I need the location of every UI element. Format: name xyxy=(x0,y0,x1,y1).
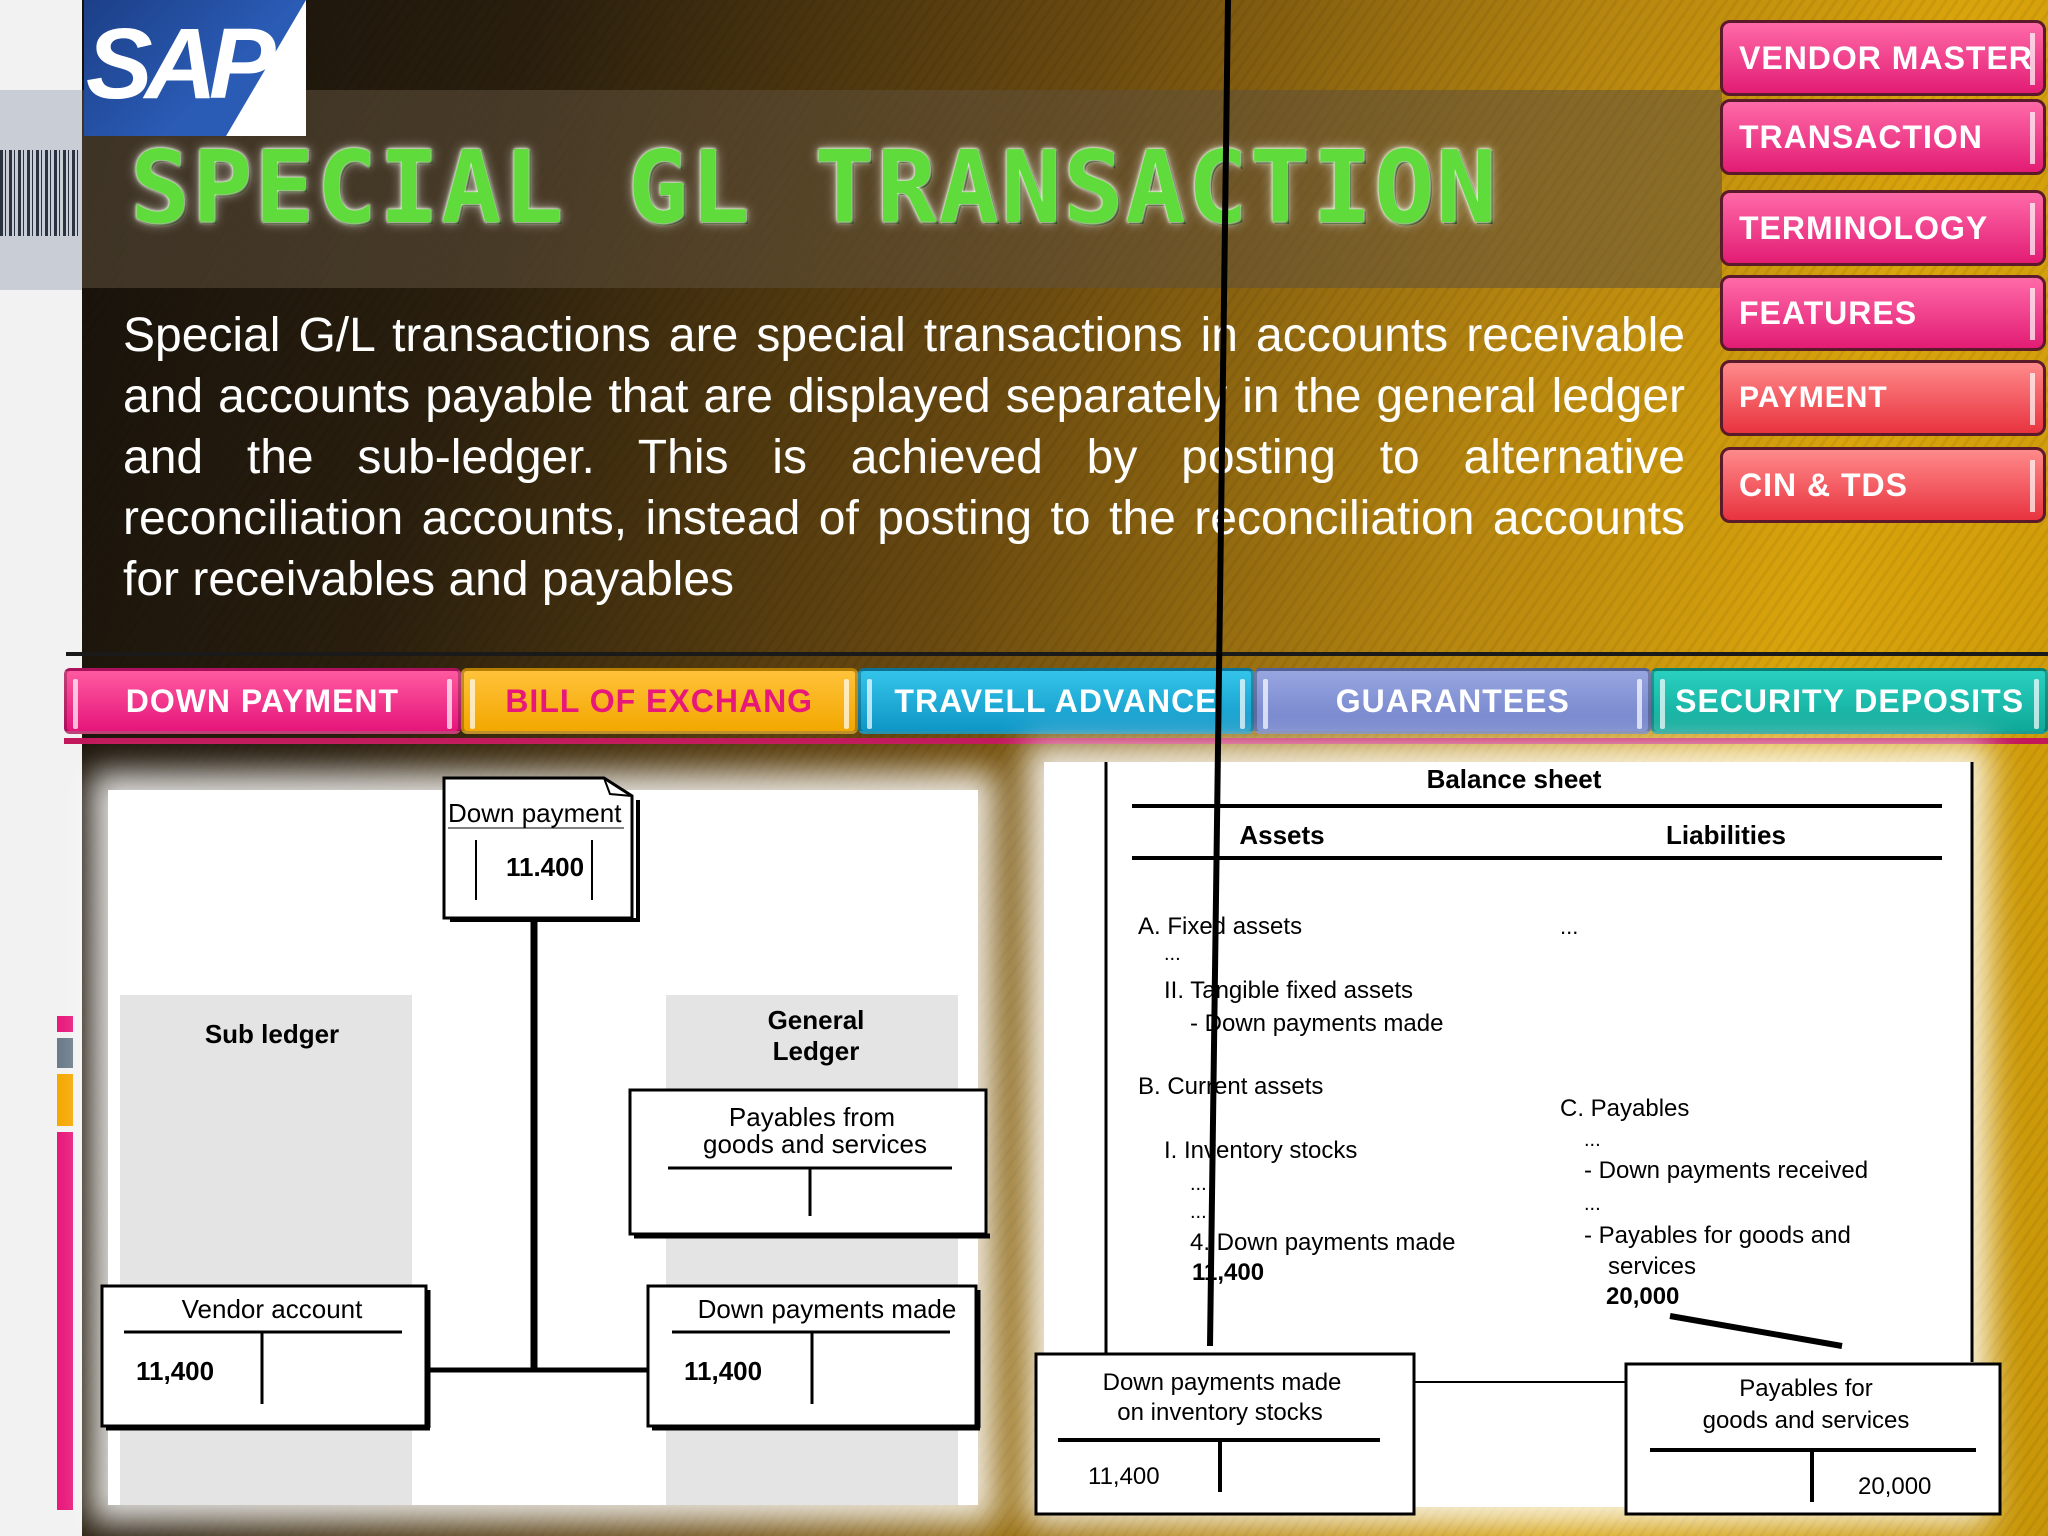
title-band xyxy=(82,90,1722,288)
payables-goods-box-amount: 20,000 xyxy=(1858,1473,1931,1500)
general-ledger-label-2: Ledger xyxy=(773,1036,860,1066)
payables-goods-box-label-2: goods and services xyxy=(1703,1407,1910,1434)
payables-goods-box-label-1: Payables for xyxy=(1739,1375,1872,1402)
liabilities-dots: ... xyxy=(1560,914,1578,939)
sap-logo-text: SAP xyxy=(86,8,276,120)
down-payment-doc-label: Down payment xyxy=(448,798,622,828)
fixed-assets-label: A. Fixed assets xyxy=(1138,913,1302,940)
payables-dots-2: ... xyxy=(1584,1193,1601,1215)
current-assets-label: B. Current assets xyxy=(1138,1073,1323,1100)
tab-down-payment[interactable]: DOWN PAYMENT xyxy=(64,668,461,734)
payables-goods-label-2: services xyxy=(1608,1253,1696,1280)
description-paragraph: Special G/L transactions are special tra… xyxy=(123,309,1685,606)
tab-bill-of-exchange[interactable]: BILL OF EXCHANG xyxy=(460,668,858,734)
down-payments-made-amount: 11,400 xyxy=(684,1356,762,1386)
nav-terminology[interactable]: TERMINOLOGY xyxy=(1720,190,2046,266)
down-payments-made-item-amount: 11,400 xyxy=(1192,1259,1264,1286)
general-ledger-label-1: General xyxy=(768,1005,865,1035)
tab-travel-advance[interactable]: TRAVELL ADVANCE xyxy=(857,668,1255,734)
vendor-account-label: Vendor account xyxy=(182,1294,363,1324)
divider-line xyxy=(66,652,2048,656)
nav-vendor-master[interactable]: VENDOR MASTER xyxy=(1720,20,2046,96)
down-payments-made-label: Down payments made xyxy=(698,1294,957,1324)
gray-bar xyxy=(57,1038,73,1068)
pointer-line-left xyxy=(1207,0,1231,1347)
inventory-stocks-label: I. Inventory stocks xyxy=(1164,1137,1357,1164)
left-strip xyxy=(0,0,82,1536)
payables-label-2: goods and services xyxy=(703,1129,927,1159)
tangible-assets-label: II. Tangible fixed assets xyxy=(1164,977,1413,1004)
vendor-account-amount: 11,400 xyxy=(136,1356,214,1386)
dp-inventory-account-box xyxy=(1034,1352,1416,1516)
balance-sheet-title: Balance sheet xyxy=(1427,764,1602,794)
sap-logo: SAP xyxy=(84,0,306,136)
tab-bar-underline xyxy=(64,738,2048,744)
down-payments-made-sub: - Down payments made xyxy=(1190,1010,1443,1037)
dp-inventory-label-2: on inventory stocks xyxy=(1117,1399,1322,1426)
liabilities-header: Liabilities xyxy=(1666,820,1786,850)
down-payments-made-item: 4. Down payments made xyxy=(1190,1229,1455,1256)
vendor-account-box xyxy=(100,1284,428,1428)
nav-cin-tds[interactable]: CIN & TDS xyxy=(1720,447,2046,523)
orange-bar xyxy=(57,1074,73,1126)
payables-label-1: Payables from xyxy=(729,1102,895,1132)
down-payment-doc-amount: 11.400 xyxy=(506,852,584,882)
tab-bar: DOWN PAYMENT BILL OF EXCHANG TRAVELL ADV… xyxy=(64,668,2048,738)
subledger-label: Sub ledger xyxy=(205,1019,339,1049)
down-payments-received: - Down payments received xyxy=(1584,1157,1868,1184)
dp-inventory-label-1: Down payments made xyxy=(1103,1369,1342,1396)
fixed-assets-dots: ... xyxy=(1164,943,1181,965)
pink-long-bar xyxy=(57,1132,73,1510)
down-payment-document-icon xyxy=(442,776,634,920)
payables-goods-label-1: - Payables for goods and xyxy=(1584,1222,1851,1249)
payables-account-box xyxy=(628,1088,988,1236)
pink-bar xyxy=(57,1016,73,1032)
assets-header: Assets xyxy=(1239,820,1324,850)
payables-label: C. Payables xyxy=(1560,1095,1689,1122)
tab-security-deposits[interactable]: SECURITY DEPOSITS xyxy=(1651,668,2048,734)
inventory-dots-2: ... xyxy=(1190,1201,1207,1223)
payables-goods-amount: 20,000 xyxy=(1606,1283,1679,1310)
barcode-decoration xyxy=(0,150,80,236)
document-fold-icon xyxy=(603,777,633,797)
nav-transaction[interactable]: TRANSACTION xyxy=(1720,99,2046,175)
dp-inventory-amount: 11,400 xyxy=(1088,1463,1160,1490)
page-title: SPECIAL GL TRANSACTION xyxy=(130,129,1499,246)
inventory-dots-1: ... xyxy=(1190,1173,1207,1195)
payables-dots-1: ... xyxy=(1584,1129,1601,1151)
tab-guarantees[interactable]: GUARANTEES xyxy=(1254,668,1652,734)
nav-features[interactable]: FEATURES xyxy=(1720,275,2046,351)
nav-payment[interactable]: PAYMENT xyxy=(1720,360,2046,436)
pointer-line-right xyxy=(1669,1313,1843,1349)
